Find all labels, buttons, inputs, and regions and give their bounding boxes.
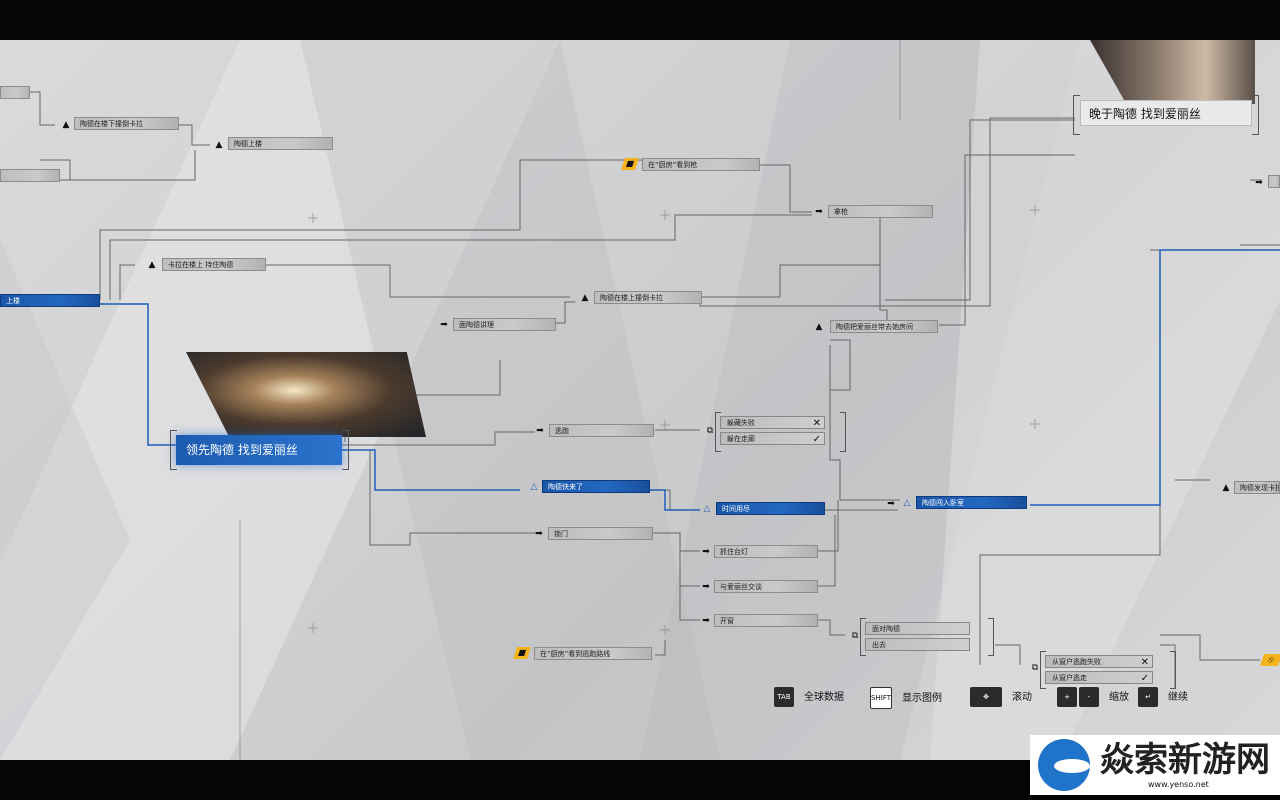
locked-path-icon: ⦸ <box>1260 654 1280 666</box>
choice-option[interactable]: 出去 <box>865 638 970 651</box>
choice-option[interactable]: 躲藏失败 ✕ <box>720 416 825 429</box>
triangle-icon: ▲ <box>579 292 591 304</box>
flow-node[interactable]: 面陶德讲理 <box>453 318 556 331</box>
chapter-ending-lead[interactable]: 领先陶德 找到爱丽丝 <box>176 435 342 465</box>
zoom-in-icon: + <box>1057 687 1077 707</box>
check-icon: ✓ <box>1141 672 1149 685</box>
control-label: 全球数据 <box>804 692 844 703</box>
triangle-icon: △ <box>701 503 713 515</box>
choice-label: 面对陶德 <box>872 625 900 633</box>
flow-node-offscreen-3[interactable] <box>1268 175 1280 188</box>
triangle-icon: ▲ <box>146 259 158 271</box>
flow-node[interactable]: 陶德在楼上撞倒卡拉 <box>594 291 702 304</box>
bracket <box>170 430 177 470</box>
flow-node-offscreen-2[interactable] <box>0 169 60 182</box>
flow-node-reached[interactable]: 陶德快来了 <box>542 480 650 493</box>
bracket <box>988 618 994 656</box>
flow-node[interactable]: 与爱丽丝交谈 <box>714 580 818 593</box>
site-watermark-logo: 焱索新游网 www.yenso.net <box>1030 735 1280 795</box>
arrow-right-icon: ➡ <box>533 528 545 540</box>
choice-option[interactable]: 从窗户逃跑失败 ✕ <box>1045 655 1153 668</box>
arrow-right-icon: ➡ <box>534 425 546 437</box>
flow-node[interactable]: 卡拉在楼上 持住陶德 <box>162 258 266 271</box>
arrow-right-icon: ➡ <box>700 615 712 627</box>
flow-node[interactable]: 陶德在楼下撞倒卡拉 <box>74 117 179 130</box>
control-show-legend[interactable]: SHIFT 显示图例 <box>870 687 942 709</box>
flow-node[interactable]: 锁门 <box>548 527 653 540</box>
control-continue[interactable]: ↵ 继续 <box>1138 687 1188 709</box>
control-label: 继续 <box>1168 692 1188 703</box>
tab-key-icon: TAB <box>774 687 794 707</box>
flow-node-reached[interactable]: 时间用尽 <box>716 502 825 515</box>
watermark-url: www.yenso.net <box>1148 780 1209 789</box>
choice-label: 躲在走廊 <box>727 435 755 443</box>
triangle-icon: △ <box>901 497 913 509</box>
dpad-icon: ✥ <box>970 687 1002 707</box>
flow-node[interactable]: 逃跑 <box>549 424 654 437</box>
zoom-out-icon: - <box>1079 687 1099 707</box>
flow-node-locked[interactable]: 在“厨房”看到枪 <box>642 158 760 171</box>
logo-emblem <box>1038 739 1090 791</box>
choice-label: 躲藏失败 <box>727 419 755 427</box>
control-global-data[interactable]: TAB 全球数据 <box>774 687 844 709</box>
bracket <box>1252 95 1259 135</box>
flow-node[interactable]: 开窗 <box>714 614 818 627</box>
flow-node-offscreen[interactable] <box>0 86 30 99</box>
control-scroll[interactable]: ✥ 滚动 <box>970 687 1032 709</box>
flow-node[interactable]: 陶德发现卡拉 <box>1234 481 1280 494</box>
choice-label: 出去 <box>872 641 886 649</box>
choice-option[interactable]: 躲在走廊 ✓ <box>720 432 825 445</box>
arrow-right-icon: ➡ <box>438 319 450 331</box>
flow-node-reached[interactable]: 陶德闯入卧室 <box>916 496 1027 509</box>
triangle-icon: ▲ <box>813 321 825 333</box>
flow-node[interactable]: 抓住台灯 <box>714 545 818 558</box>
arrow-right-icon: ➡ <box>813 206 825 218</box>
control-label: 缩放 <box>1109 692 1129 703</box>
triangle-icon: △ <box>528 481 540 493</box>
check-icon: ✓ <box>813 433 821 446</box>
watermark-title: 焱索新游网 <box>1100 741 1270 779</box>
flow-node[interactable]: 拿枪 <box>828 205 933 218</box>
flow-node[interactable]: 陶德把爱丽丝带去她房间 <box>830 320 938 333</box>
arrow-right-icon: ➡ <box>885 498 897 510</box>
enter-key-icon: ↵ <box>1138 687 1158 707</box>
choice-label: 从窗户逃走 <box>1052 674 1087 682</box>
letterbox-top <box>0 0 1280 40</box>
flow-node-locked[interactable]: 在“厨房”看到逃跑路线 <box>534 647 652 660</box>
flow-node-current[interactable]: 上楼 <box>0 294 100 307</box>
arrow-right-icon: ➡ <box>700 581 712 593</box>
triangle-icon: ▲ <box>213 139 225 151</box>
control-zoom[interactable]: +-缩放 <box>1057 687 1129 709</box>
choice-option[interactable]: 面对陶德 <box>865 622 970 635</box>
bracket <box>840 412 846 452</box>
bracket <box>1073 95 1080 135</box>
shift-key-icon: SHIFT <box>870 687 892 709</box>
control-label: 滚动 <box>1012 692 1032 703</box>
bracket <box>1170 651 1176 689</box>
control-label: 显示图例 <box>902 693 942 704</box>
arrow-right-icon: ➡ <box>1253 177 1265 189</box>
flow-node[interactable]: 陶德上楼 <box>228 137 333 150</box>
chapter-ending-late[interactable]: 晚于陶德 找到爱丽丝 <box>1080 100 1252 126</box>
bracket <box>342 430 349 470</box>
flowchart-canvas[interactable]: ▲ 陶德在楼下撞倒卡拉 ▲ 陶德上楼 ■ 在“厨房”看到枪 ➡ 拿枪 ▲ 卡拉在… <box>0 40 1280 760</box>
triangle-icon: ▲ <box>1220 482 1232 494</box>
cross-icon: ✕ <box>1141 656 1149 669</box>
cross-icon: ✕ <box>813 417 821 430</box>
triangle-icon: ▲ <box>60 119 72 131</box>
choice-label: 从窗户逃跑失败 <box>1052 658 1101 666</box>
arrow-right-icon: ➡ <box>700 546 712 558</box>
choice-option[interactable]: 从窗户逃走 ✓ <box>1045 671 1153 684</box>
